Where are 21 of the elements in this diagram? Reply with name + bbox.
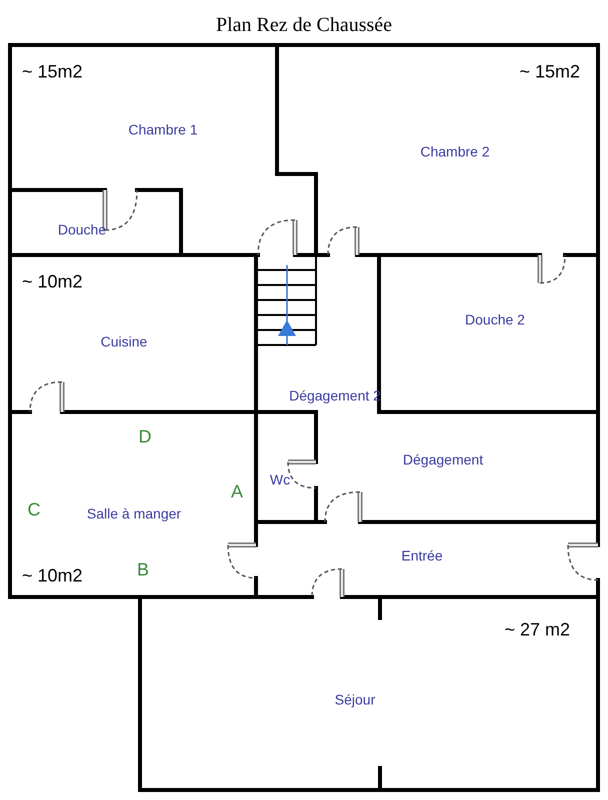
plan-title: Plan Rez de Chaussée: [214, 13, 394, 38]
room-label: Wc: [270, 470, 290, 490]
wall-letter: A: [231, 480, 243, 504]
room-label: Salle à manger: [86, 504, 182, 524]
room-label: Chambre 1: [128, 120, 198, 140]
wall-letter: B: [137, 558, 149, 582]
area-label: ~ 15m2: [519, 60, 580, 84]
room-label: Dégagement: [402, 450, 484, 470]
wall-letter: D: [138, 426, 152, 448]
room-label: Entrée: [401, 546, 443, 566]
room-label: Cuisine: [100, 332, 148, 352]
area-label: ~ 15m2: [22, 60, 83, 84]
area-label: ~ 10m2: [22, 564, 83, 588]
area-label: ~ 10m2: [22, 270, 83, 294]
room-label: Douche: [58, 220, 106, 240]
area-label: ~ 27 m2: [504, 618, 570, 642]
room-label: Séjour: [334, 690, 376, 710]
room-label: Chambre 2: [420, 142, 490, 162]
wall-letter: C: [28, 498, 40, 522]
room-label: Douche 2: [465, 310, 525, 330]
room-label: Dégagement 2: [289, 386, 381, 406]
